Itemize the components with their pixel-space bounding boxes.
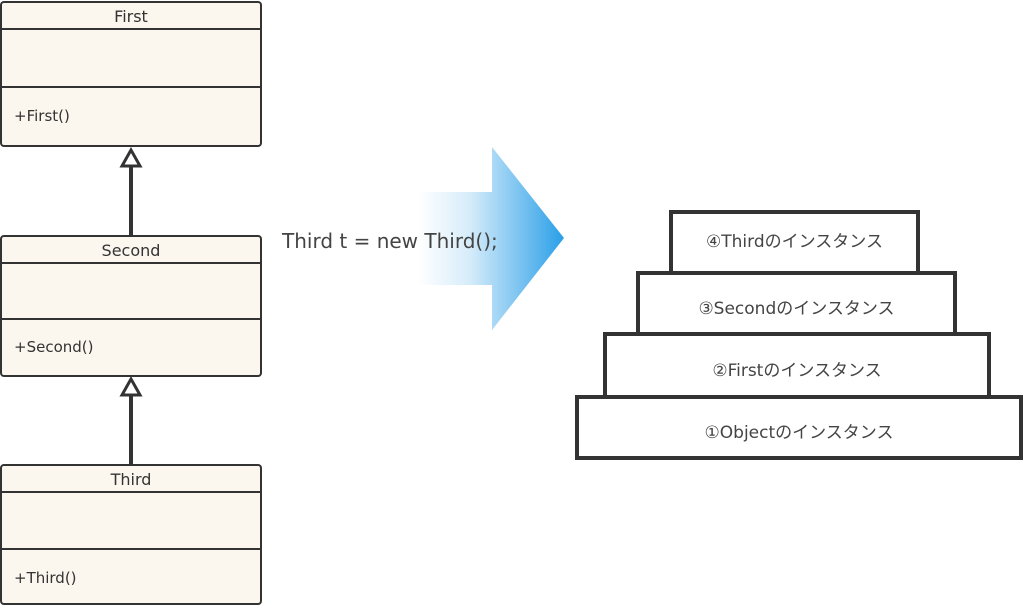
class-third-attributes	[2, 493, 260, 550]
class-first-attributes	[2, 30, 260, 88]
class-second-attributes	[2, 264, 260, 320]
instance-stack-object: ①Objectのインスタンス	[575, 395, 1023, 460]
class-first-operation: +First()	[14, 107, 70, 125]
class-third-operation: +Third()	[14, 569, 77, 587]
class-first: First +First()	[0, 1, 262, 147]
right-arrow-icon	[419, 147, 564, 330]
class-first-name: First	[2, 3, 260, 30]
inheritance-arrowhead-second	[119, 375, 143, 397]
class-second-name: Second	[2, 237, 260, 264]
class-third-name: Third	[2, 466, 260, 493]
class-second: Second +Second()	[0, 235, 262, 377]
class-second-operation: +Second()	[14, 338, 94, 356]
instance-stack-third: ④Thirdのインスタンス	[669, 210, 920, 275]
code-statement: Third t = new Third();	[282, 229, 498, 253]
instance-stack-first: ②Firstのインスタンス	[603, 332, 991, 399]
class-third: Third +Third()	[0, 464, 262, 605]
inheritance-arrowhead-first	[119, 146, 143, 168]
instance-stack-second: ③Secondのインスタンス	[636, 271, 957, 336]
